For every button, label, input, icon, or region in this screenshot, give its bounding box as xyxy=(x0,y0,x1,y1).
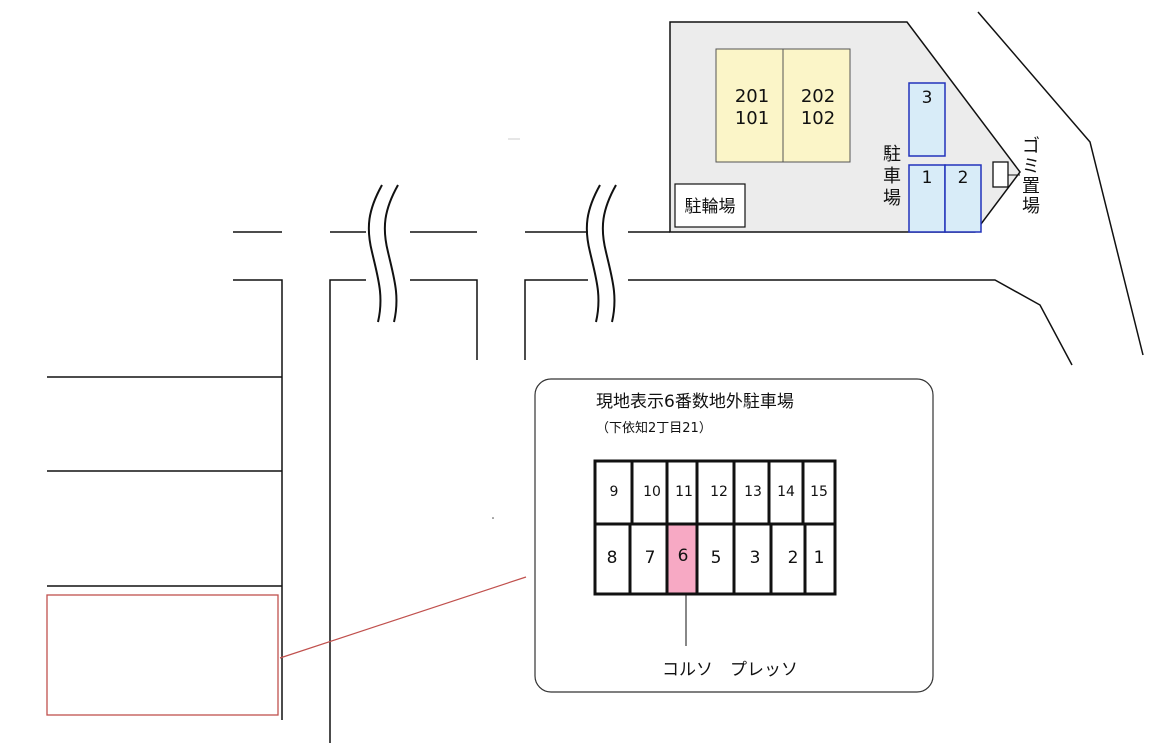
bicycle-parking-label: 駐輪場 xyxy=(685,197,736,217)
road-edge xyxy=(628,279,1073,366)
space-number: 8 xyxy=(607,548,618,568)
space-number: 2 xyxy=(788,548,799,568)
parking-label: 駐 車 場 xyxy=(883,144,907,209)
callout-line xyxy=(279,576,527,659)
parking-space-number: 1 xyxy=(922,168,933,188)
road-edge xyxy=(524,279,588,360)
building-unit-right xyxy=(782,48,851,163)
parking-space-number: 3 xyxy=(922,88,933,108)
space-number: 5 xyxy=(711,548,722,568)
onsite-parking: 1 2 3 xyxy=(908,82,982,233)
space-number: 7 xyxy=(645,548,656,568)
break-mark xyxy=(601,184,617,323)
top-row-numbers: 9 10 11 12 13 14 15 xyxy=(610,484,828,500)
unit-label: 201 xyxy=(735,86,769,107)
parking-space-number: 2 xyxy=(958,168,969,188)
bottom-row-numbers: 8 7 6 5 3 2 1 xyxy=(607,546,825,568)
road-edge xyxy=(410,279,478,360)
bicycle-parking xyxy=(674,183,746,228)
space-number: 3 xyxy=(750,548,761,568)
road-break-marks xyxy=(367,184,617,323)
space-number: 11 xyxy=(675,484,693,500)
space-number: 15 xyxy=(810,484,828,500)
speck xyxy=(492,517,494,519)
parking-space xyxy=(908,164,946,233)
space-number: 13 xyxy=(744,484,762,500)
offsite-parking-grid xyxy=(593,459,837,596)
roads xyxy=(47,11,1144,743)
building: 201 101 202 102 xyxy=(715,48,851,163)
space-number-highlighted: 6 xyxy=(678,546,689,566)
offsite-parking-title: 現地表示6番数地外駐車場 xyxy=(596,392,794,412)
garbage-area xyxy=(992,161,1009,188)
space-number: 12 xyxy=(710,484,728,500)
offsite-lot-highlight xyxy=(46,594,279,716)
garbage-label: ゴ ミ 置 場 xyxy=(1022,136,1046,217)
highlighted-space-6 xyxy=(667,524,697,594)
space-number: 9 xyxy=(610,484,619,500)
unit-label: 102 xyxy=(801,108,835,129)
space-number: 10 xyxy=(643,484,661,500)
break-mark xyxy=(585,184,601,323)
unit-label: 202 xyxy=(801,86,835,107)
offsite-parking-address: （下依知2丁目21） xyxy=(596,420,712,436)
parking-space xyxy=(908,82,946,157)
road-edge xyxy=(233,279,283,720)
grid-border xyxy=(593,459,837,596)
property-name: コルソ プレッソ xyxy=(662,660,798,680)
unit-label: 101 xyxy=(735,108,769,129)
road-edge xyxy=(329,279,366,743)
space-number: 14 xyxy=(777,484,795,500)
space-number: 1 xyxy=(814,548,825,568)
break-mark xyxy=(367,184,383,323)
parking-space xyxy=(944,164,982,233)
break-mark xyxy=(383,184,399,323)
road-edge-right xyxy=(977,11,1144,356)
